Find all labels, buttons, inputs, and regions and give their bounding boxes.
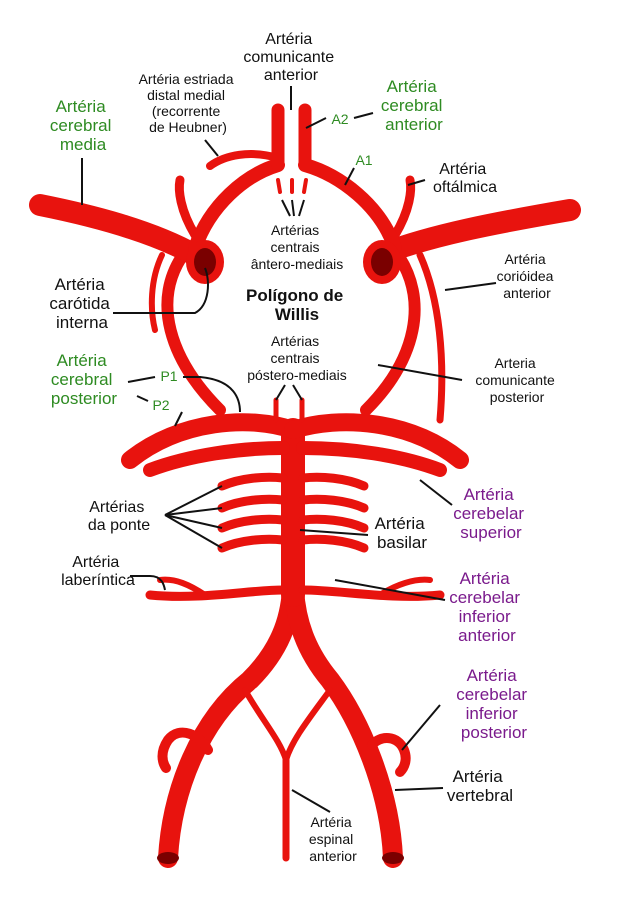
label-anterior-cerebral-artery: Artéria cerebral anterior	[381, 77, 447, 134]
label-internal-carotid-artery: Artéria carótida interna	[49, 275, 114, 332]
label-posterior-inferior-cerebellar-artery: Artéria cerebelar inferior posterior	[456, 666, 532, 742]
anteromedial-branch-1	[276, 178, 282, 194]
label-posterior-cerebral-artery: Artéria cerebral posterior	[51, 351, 117, 408]
right-a1-segment	[298, 158, 402, 255]
right-posterior-cerebral-artery	[284, 413, 469, 469]
label-anterior-spinal-artery: Artéria espinal anterior	[309, 814, 357, 864]
left-pica	[157, 727, 213, 773]
left-middle-cerebral-artery	[29, 194, 206, 266]
left-aica	[145, 585, 288, 601]
label-ophthalmic-artery: Artéria oftálmica	[433, 161, 497, 196]
label-heubner-artery: Artéria estriada distal medial (recorren…	[139, 71, 238, 135]
diagram-title: Polígono de Willis	[246, 286, 348, 324]
left-vertebral-stump	[157, 852, 179, 864]
label-anteromedial-central-arteries: Artérias centrais ântero-mediais	[251, 222, 344, 272]
right-labyrinthine-artery	[377, 576, 433, 598]
arteries	[29, 103, 581, 868]
label-anterior-communicating-artery: Artéria comunicante anterior	[243, 31, 338, 84]
right-vertebral-stump	[382, 852, 404, 864]
heubner-artery	[206, 150, 282, 170]
right-anterior-choroidal-artery	[416, 251, 446, 424]
label-pontine-arteries: Artérias da ponte	[88, 499, 150, 534]
label-posterior-communicating-artery: Arteria comunicante posterior	[475, 355, 558, 405]
right-internal-carotid-lumen	[371, 248, 393, 276]
left-superior-cerebellar-artery	[143, 441, 290, 477]
left-a1-segment	[188, 158, 285, 255]
label-middle-cerebral-artery: Artéria cerebral media	[50, 97, 116, 154]
label-labyrinthine-artery: Artéria laberíntica	[61, 554, 135, 589]
label-superior-cerebellar-artery: Artéria cerebelar superior	[453, 485, 529, 542]
right-vertebral-artery	[284, 580, 403, 868]
left-posterior-cerebral-artery	[121, 413, 302, 469]
label-vertebral-artery: Artéria vertebral	[447, 767, 513, 805]
left-internal-carotid-lumen	[194, 248, 216, 276]
left-posterior-communicating-artery	[161, 246, 226, 416]
label-anterior-choroidal-artery: Artéria corióidea anterior	[497, 251, 558, 301]
labels: Polígono de Willis Artéria comunicante a…	[49, 31, 558, 864]
right-pica	[367, 733, 411, 777]
left-anterior-choroidal-artery	[148, 252, 165, 333]
label-p2: P2	[152, 397, 169, 413]
left-ophthalmic-artery	[174, 175, 200, 240]
anterior-spinal-artery	[242, 687, 333, 763]
right-posterior-communicating-artery	[360, 246, 421, 416]
label-p1: P1	[160, 368, 177, 384]
left-vertebral-artery	[158, 580, 302, 868]
label-a2: A2	[331, 111, 348, 127]
right-ophthalmic-artery	[390, 175, 416, 240]
label-basilar-artery: Artéria basilar	[375, 514, 430, 552]
left-labyrinthine-artery	[157, 576, 208, 598]
anteromedial-branch-3	[302, 178, 308, 194]
pontine-arteries	[217, 472, 369, 553]
right-superior-cerebellar-artery	[296, 441, 447, 477]
label-posteromedial-central-arteries: Artérias centrais póstero-mediais	[247, 333, 347, 383]
label-anterior-inferior-cerebellar-artery: Artéria cerebelar inferior anterior	[449, 569, 525, 645]
label-a1: A1	[355, 152, 372, 168]
leader-lines	[81, 86, 497, 813]
